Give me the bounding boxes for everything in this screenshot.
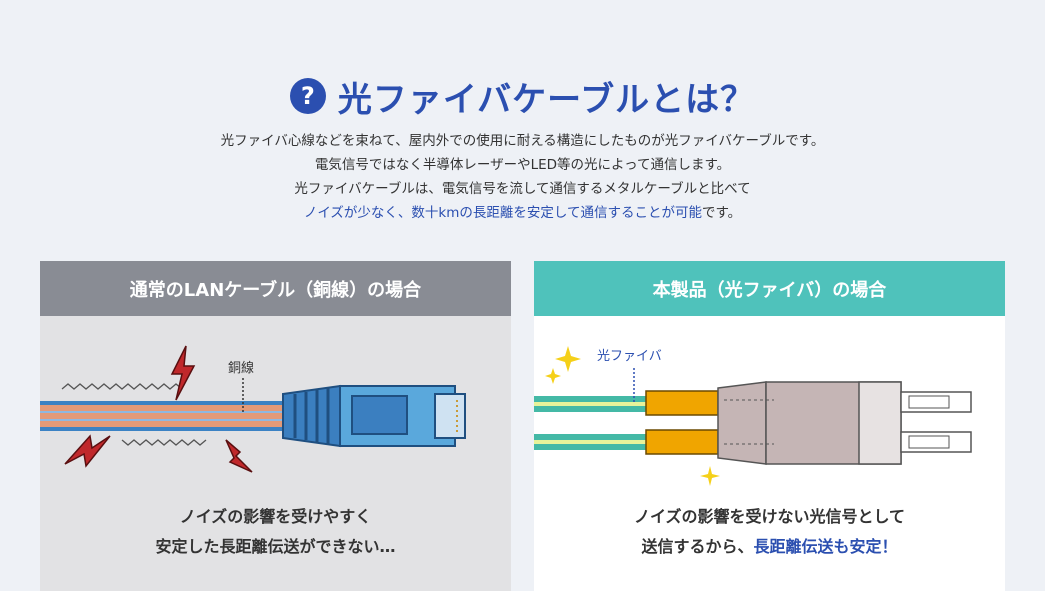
lightning-icon	[170, 345, 196, 401]
copper-caption-line-2: 安定した長距離伝送ができない…	[155, 537, 396, 556]
lightning-icon-3	[225, 439, 253, 473]
copper-panel: 通常のLANケーブル（銅線）の場合	[40, 261, 511, 591]
description-line-3: 光ファイバケーブルは、電気信号を流して通信するメタルケーブルと比べて	[294, 181, 751, 197]
description-highlight: ノイズが少なく、数十kmの長距離を安定して通信することが可能	[303, 205, 702, 221]
fiber-cable	[534, 396, 646, 450]
copper-panel-title: 通常のLANケーブル（銅線）の場合	[40, 261, 511, 316]
fiber-illustration	[534, 346, 972, 486]
sparkle-icon	[555, 346, 581, 372]
copper-illustration	[40, 345, 466, 473]
description-line-2: 電気信号ではなく半導体レーザーやLED等の光によって通信します。	[314, 157, 731, 173]
noise-wave-icon	[61, 383, 183, 390]
fiber-caption-highlight: 長距離伝送も安定！	[753, 537, 898, 556]
fiber-label: 光ファイバ	[597, 349, 662, 364]
sparkle-icon-3	[700, 466, 720, 486]
fiber-panel: 本製品（光ファイバ）の場合 光ファイバ ノイズ	[534, 261, 1005, 591]
lan-connector-icon	[282, 384, 466, 448]
lightning-icon-2	[64, 434, 111, 468]
fiber-caption-line-2-start: 送信するから、	[641, 537, 754, 556]
copper-label: 銅線	[228, 361, 255, 376]
description-line-1: 光ファイバ心線などを束ねて、屋内外での使用に耐える構造にしたものが光ファイバケー…	[220, 133, 825, 149]
description-line-4: ノイズが少なく、数十kmの長距離を安定して通信することが可能です。	[0, 201, 1045, 225]
fiber-panel-title: 本製品（光ファイバ）の場合	[534, 261, 1005, 316]
noise-wave-icon-2	[121, 439, 207, 446]
question-icon: ?	[289, 78, 326, 114]
copper-caption: ノイズの影響を受けやすく 安定した長距離伝送ができない…	[40, 502, 511, 562]
fiber-caption-line-2: 送信するから、長距離伝送も安定！	[534, 532, 1005, 562]
description-line-4-end: です。	[702, 205, 742, 221]
copper-caption-line-1: ノイズの影響を受けやすく	[179, 507, 372, 526]
lc-connector-icon	[645, 381, 972, 465]
description: 光ファイバ心線などを束ねて、屋内外での使用に耐える構造にしたものが光ファイバケー…	[0, 129, 1045, 225]
sparkle-icon-2	[545, 368, 561, 384]
lan-cable	[40, 401, 285, 431]
fiber-caption-line-1: ノイズの影響を受けない光信号として	[633, 507, 906, 526]
fiber-caption: ノイズの影響を受けない光信号として 送信するから、長距離伝送も安定！	[534, 502, 1005, 562]
page-header: ? 光ファイバケーブルとは？	[0, 74, 1045, 120]
page-title: 光ファイバケーブルとは？	[337, 79, 756, 120]
